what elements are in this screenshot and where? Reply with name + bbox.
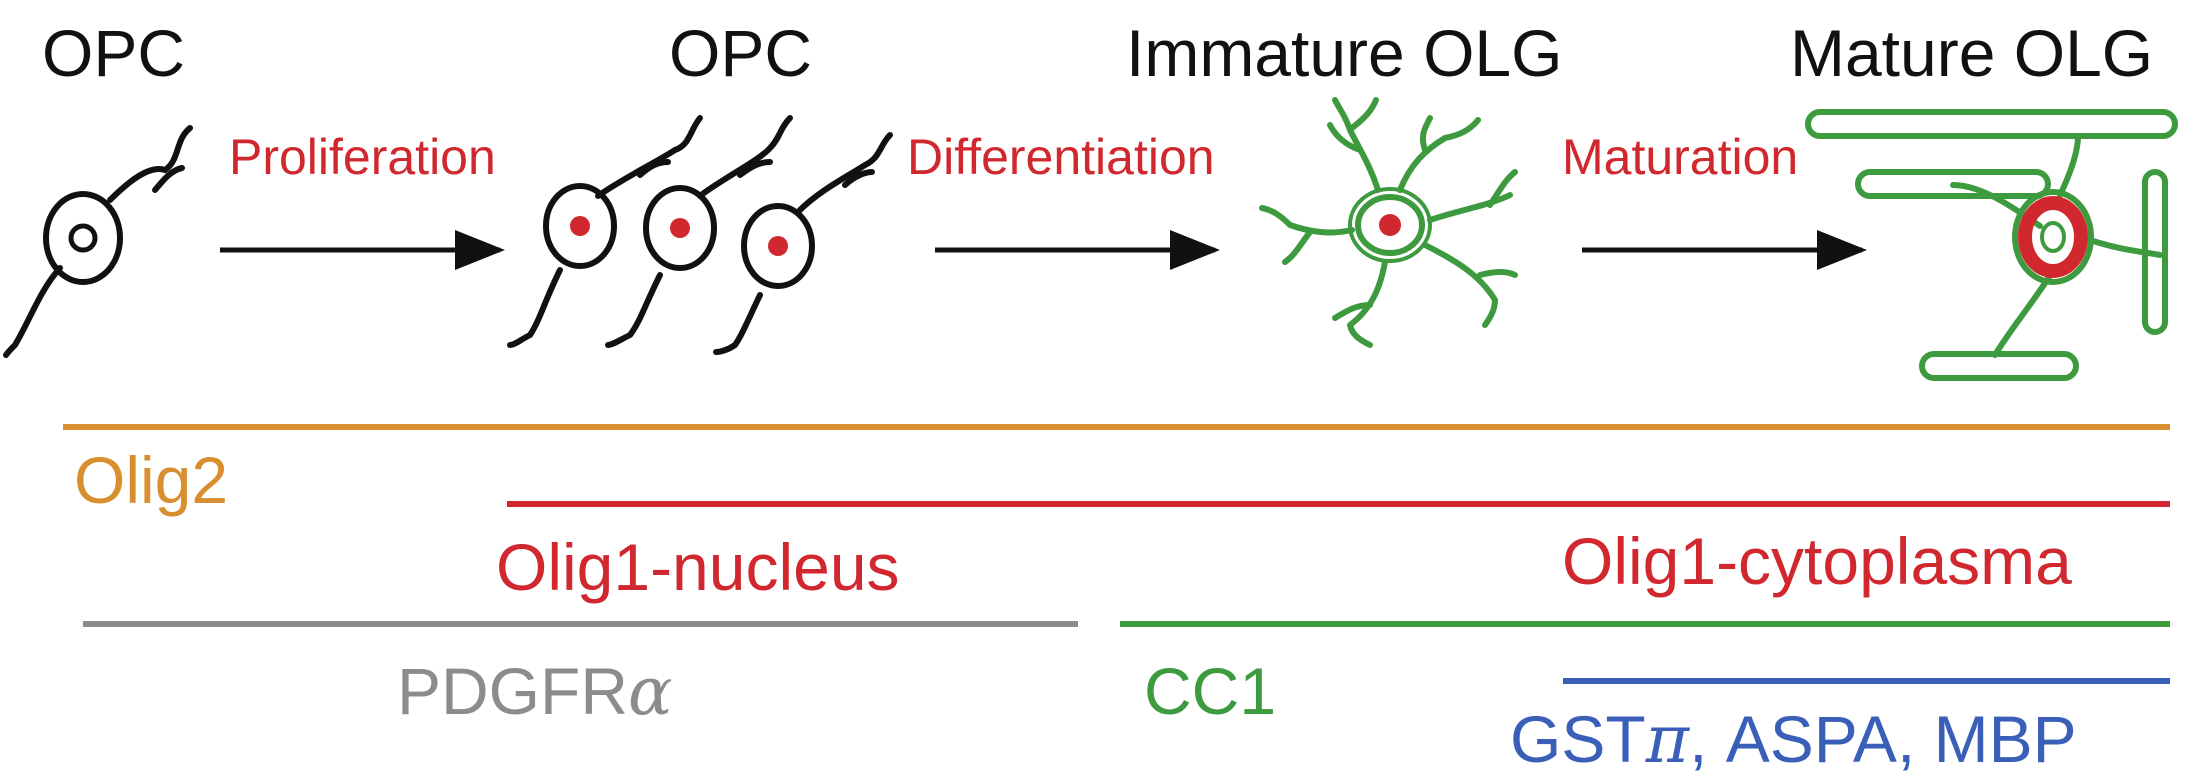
mature-olg-cell-icon bbox=[1805, 109, 2178, 381]
opc-cell-icon bbox=[3, 125, 193, 358]
marker-label-cc1: CC1 bbox=[1144, 654, 1277, 728]
stage-label-opc-1: OPC bbox=[42, 16, 186, 90]
proliferating-opc-cells-icon bbox=[507, 115, 893, 355]
stage-label-mature-olg: Mature OLG bbox=[1790, 16, 2154, 90]
process-label-differentiation: Differentiation bbox=[907, 129, 1215, 185]
stage-label-immature-olg: Immature OLG bbox=[1126, 16, 1563, 90]
process-label-maturation: Maturation bbox=[1562, 129, 1799, 185]
marker-label-olig1-cytoplasma: Olig1-cytoplasma bbox=[1562, 524, 2072, 598]
opc-nuclei-icon bbox=[570, 216, 788, 256]
immature-olg-nucleus-icon bbox=[1379, 214, 1401, 236]
marker-label-gst-aspa-mbp: GSTπ, ASPA, MBP bbox=[1510, 701, 2077, 778]
marker-label-olig1-nucleus: Olig1-nucleus bbox=[496, 530, 900, 604]
marker-label-olig2: Olig2 bbox=[74, 443, 229, 517]
stage-label-opc-2: OPC bbox=[669, 16, 813, 90]
immature-olg-cell-icon bbox=[1259, 97, 1518, 348]
marker-label-pdgfra: PDGFRα bbox=[397, 653, 673, 730]
process-label-proliferation: Proliferation bbox=[229, 129, 496, 185]
mature-olg-cytoplasm-icon bbox=[2018, 196, 2088, 278]
